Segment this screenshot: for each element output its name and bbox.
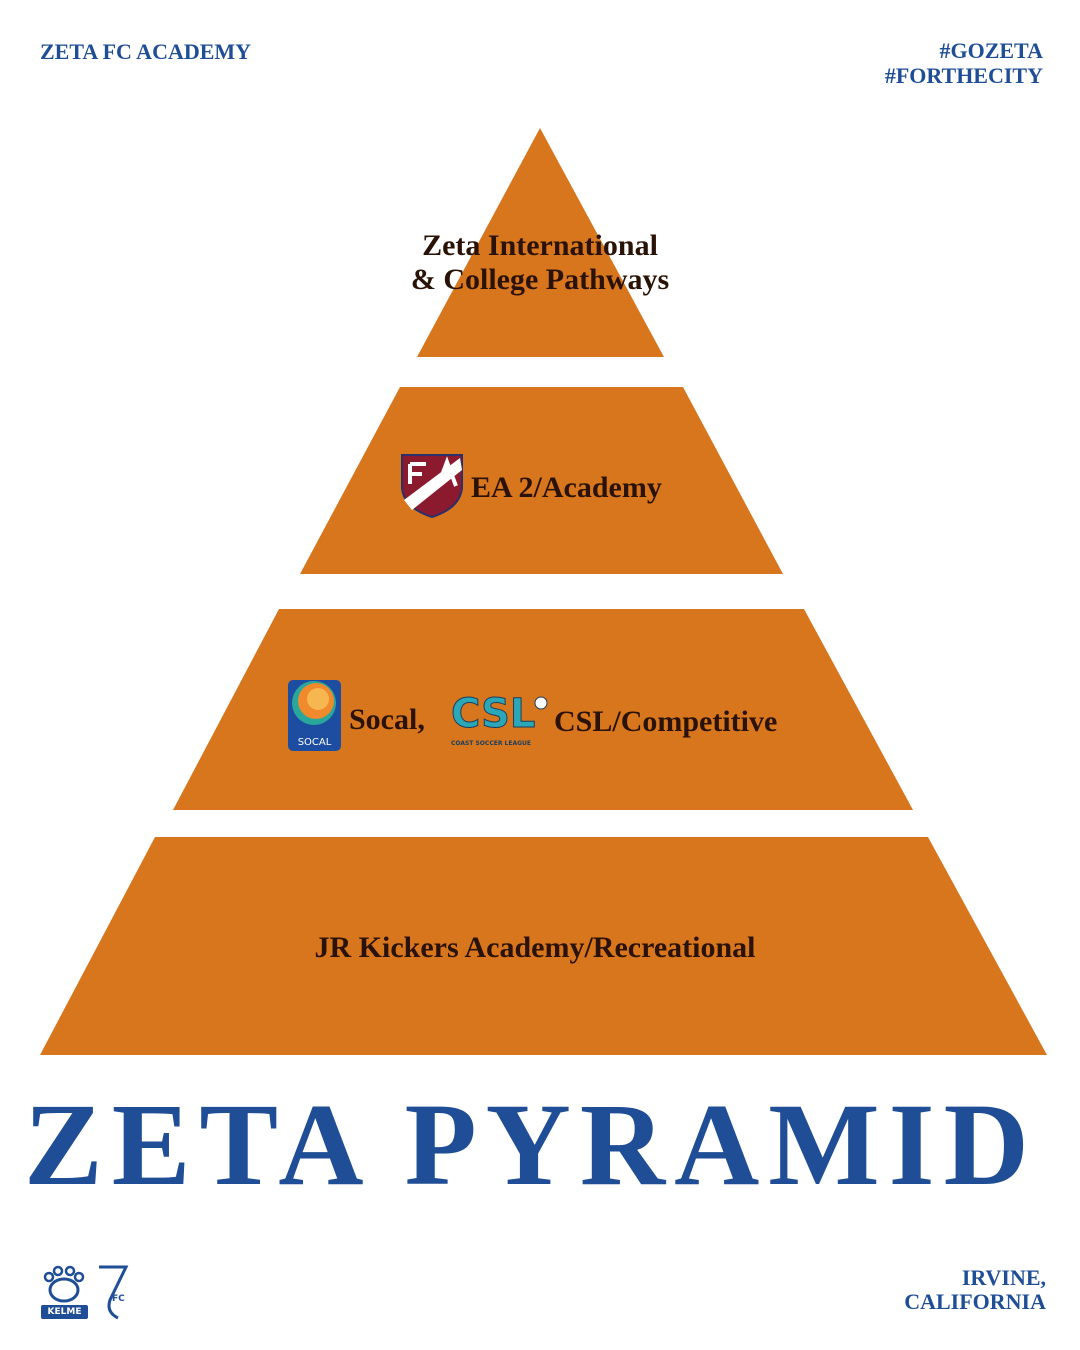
kelme-paw-icon bbox=[41, 1265, 88, 1319]
tier-top-line-2: & College Pathways bbox=[410, 263, 670, 296]
pyramid-tier-top bbox=[417, 128, 664, 357]
zeta-fc-seven-icon bbox=[99, 1265, 129, 1320]
hashtag-gozeta: #GOZETA bbox=[939, 38, 1043, 63]
tier-3-label-socal: Socal, bbox=[349, 703, 425, 736]
csl-logo-text: CSL bbox=[450, 691, 536, 737]
tier-base-label: JR Kickers Academy/Recreational bbox=[314, 931, 756, 964]
tier-3-label-csl: CSL/Competitive bbox=[554, 705, 778, 738]
kelme-logo-text: KELME bbox=[47, 1307, 82, 1317]
socal-logo-graphic bbox=[288, 680, 341, 751]
pyramid-tier-2 bbox=[300, 387, 783, 574]
page-title: ZETA PYRAMID bbox=[24, 1079, 1038, 1210]
academy-name: ZETA FC ACADEMY bbox=[40, 39, 252, 64]
location-state: CALIFORNIA bbox=[904, 1289, 1046, 1314]
pyramid-tier-3 bbox=[173, 609, 913, 810]
zeta-fc-logo-text: FC bbox=[112, 1294, 125, 1304]
ea2-shield-logo bbox=[401, 454, 463, 519]
location-city: IRVINE, bbox=[961, 1265, 1046, 1290]
hashtag-forthecity: #FORTHECITY bbox=[884, 63, 1043, 88]
csl-soccer-ball-icon bbox=[534, 696, 548, 710]
socal-logo-text: SOCAL bbox=[297, 737, 332, 748]
pyramid-tier-base bbox=[40, 837, 1047, 1055]
tier-top-line-1: Zeta International bbox=[422, 229, 658, 262]
csl-logo-subtext: COAST SOCCER LEAGUE bbox=[451, 740, 531, 747]
tier-2-label: EA 2/Academy bbox=[471, 471, 662, 504]
